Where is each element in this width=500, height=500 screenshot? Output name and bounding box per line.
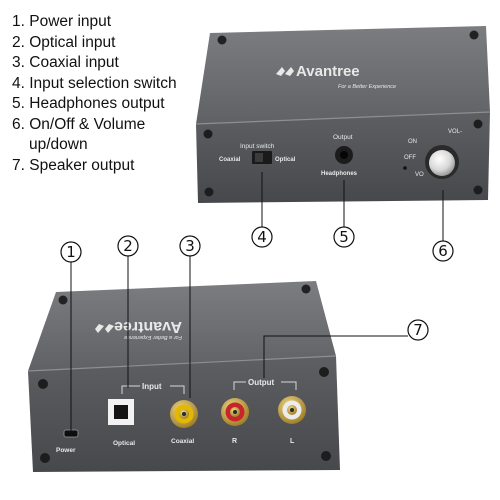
callout-5-number: 5 <box>339 228 349 246</box>
volume-minus-label: VO <box>415 172 424 178</box>
headphones-label: Headphones <box>321 171 358 177</box>
callout-5-circle <box>333 226 355 248</box>
input-group-label: Input <box>142 382 162 391</box>
callout-4-circle <box>251 226 273 248</box>
power-off-label: OFF <box>404 155 416 161</box>
output-group-label: Output <box>248 378 275 387</box>
callout-2-circle <box>117 235 139 257</box>
callout-3-number: 3 <box>185 237 195 255</box>
right-pin-hole <box>233 410 237 414</box>
headphones-jack-hole <box>340 151 348 159</box>
legend-item-input-switch: 4. Input selection switch <box>12 74 177 92</box>
front-device-top <box>196 26 490 124</box>
avantree-logo-back: Avantree For a Better Experience <box>95 318 182 340</box>
callout-4-number: 4 <box>257 228 267 246</box>
screw-icon <box>321 451 331 461</box>
callout-7-circle <box>407 319 429 341</box>
optical-port-opening <box>114 405 128 419</box>
callout-1-number: 1 <box>66 243 76 261</box>
callout-7-number: 7 <box>413 321 423 339</box>
left-channel-label: L <box>290 438 295 445</box>
optical-label: Optical <box>113 440 135 447</box>
legend-item-power-input: 1. Power input <box>12 13 112 30</box>
back-brand-tagline: For a Better Experience <box>124 334 182 340</box>
callouts: 1 2 3 4 5 6 7 <box>60 226 454 341</box>
callout-7-leader <box>263 335 408 378</box>
legend-item-onoff-volume-cont: up/down <box>29 136 88 153</box>
switch-coaxial-label: Coaxial <box>219 157 241 163</box>
switch-optical-label: Optical <box>275 157 296 163</box>
input-switch-label: Input switch <box>240 143 275 150</box>
right-channel-label: R <box>232 438 237 445</box>
brand-bird-icon <box>95 324 114 333</box>
callout-6-circle <box>432 240 454 262</box>
avantree-logo-front: Avantree For a Better Experience <box>276 63 396 90</box>
legend-item-coaxial-input: 3. Coaxial input <box>12 54 119 71</box>
power-label: Power <box>56 447 76 454</box>
front-device-edge <box>195 111 491 125</box>
callout-3-circle <box>179 235 201 257</box>
screw-icon <box>40 453 50 463</box>
back-device-edge <box>27 355 337 372</box>
legend-item-optical-input: 2. Optical input <box>12 33 116 51</box>
screw-icon <box>473 119 483 129</box>
brand-bird-icon <box>276 67 294 76</box>
feature-legend: 1. Power input 2. Optical input 3. Coaxi… <box>12 12 177 176</box>
left-pin-hole <box>290 408 294 412</box>
screw-icon <box>301 284 311 294</box>
screw-icon <box>38 379 48 389</box>
screw-icon <box>217 35 227 45</box>
legend-item-speaker-output: 7. Speaker output <box>12 156 135 174</box>
power-on-label: ON <box>408 139 417 145</box>
callout-1-circle <box>60 241 82 263</box>
back-device: Avantree For a Better Experience Input O… <box>27 281 340 472</box>
callout-2-number: 2 <box>123 237 133 255</box>
legend-item-onoff-volume: 6. On/Off & Volume <box>12 115 146 133</box>
front-device: Avantree For a Better Experience Input s… <box>195 26 491 203</box>
front-brand-tagline: For a Better Experience <box>338 84 396 90</box>
volume-plus-label: VOL- <box>448 129 462 135</box>
callout-6-number: 6 <box>438 242 448 260</box>
screw-icon <box>469 30 479 40</box>
indicator-led <box>403 166 407 170</box>
volume-knob <box>429 150 455 176</box>
back-brand-name: Avantree <box>114 318 182 335</box>
screw-icon <box>58 295 68 305</box>
screw-icon <box>473 185 483 195</box>
screw-icon <box>204 187 214 197</box>
switch-slider <box>255 153 263 162</box>
coaxial-pin-hole <box>182 412 186 416</box>
screw-icon <box>319 367 329 377</box>
callout-leaders <box>70 172 444 432</box>
coaxial-label: Coaxial <box>171 438 194 445</box>
input-group-bracket <box>121 385 185 394</box>
back-device-top <box>28 281 336 371</box>
front-brand-name: Avantree <box>296 63 360 80</box>
screw-icon <box>203 129 213 139</box>
output-group-bracket <box>233 381 297 390</box>
legend-item-headphones-output: 5. Headphones output <box>12 95 165 112</box>
front-output-label: Output <box>333 134 353 141</box>
